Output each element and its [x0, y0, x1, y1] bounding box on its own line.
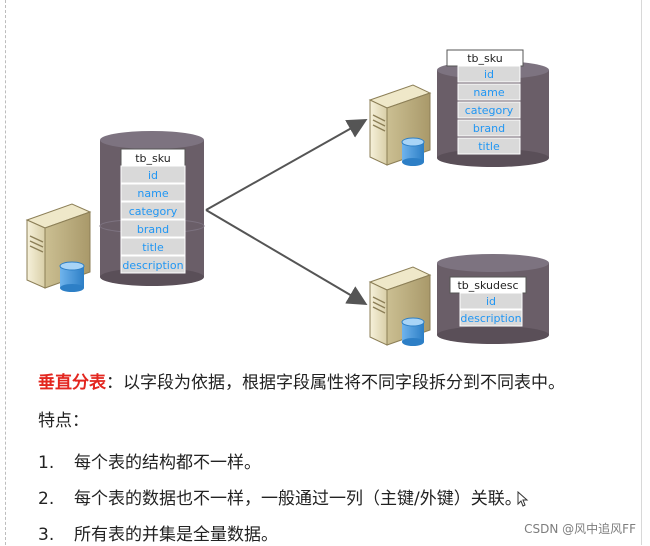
cylinder-bottom — [437, 254, 549, 344]
database-icon-left — [59, 261, 85, 292]
definition-line: 垂直分表：以字段为依据，根据字段属性将不同字段拆分到不同表中。 — [38, 372, 565, 394]
field-title: title — [478, 140, 500, 153]
watermark: CSDN @风中追风FF — [524, 522, 636, 536]
field-brand: brand — [137, 223, 169, 236]
field-category: category — [129, 205, 178, 218]
field-id: id — [484, 68, 494, 81]
item-text: 所有表的并集是全量数据。 — [74, 525, 278, 545]
right-border — [641, 0, 642, 545]
features-heading: 特点： — [38, 411, 89, 431]
field-name: name — [137, 187, 168, 200]
table-source-name: tb_sku — [135, 152, 171, 165]
field-id: id — [486, 295, 496, 308]
item-number: 3. — [38, 525, 55, 545]
table-source-fields: tb_sku id name category brand title desc… — [120, 148, 186, 274]
field-id: id — [148, 169, 158, 182]
item-text: 每个表的结构都不一样。 — [74, 453, 261, 473]
arrow-to-top-table — [205, 119, 368, 211]
field-name: name — [473, 86, 504, 99]
definition-body: ：以字段为依据，根据字段属性将不同字段拆分到不同表中。 — [106, 373, 565, 393]
field-title: title — [142, 241, 164, 254]
feature-item-2: 2. 每个表的数据也不一样，一般通过一列（主键/外键）关联。 — [38, 488, 522, 510]
mouse-cursor-icon — [517, 491, 529, 507]
database-icon-bottom — [401, 317, 425, 346]
field-brand: brand — [473, 122, 505, 135]
database-icon-top — [401, 137, 425, 166]
item-text: 每个表的数据也不一样，一般通过一列（主键/外键）关联。 — [74, 489, 522, 509]
table-bottom-fields: tb_skudesc id description — [449, 276, 527, 327]
definition-term: 垂直分表 — [38, 373, 106, 393]
table-bottom-name: tb_skudesc — [457, 279, 518, 292]
table-top-name: tb_sku — [467, 52, 503, 65]
vertical-split-diagram: tb_sku id name category brand title desc… — [25, 49, 549, 346]
feature-item-1: 1. 每个表的结构都不一样。 — [38, 452, 261, 474]
table-top-fields: tb_sku id name category brand title — [446, 49, 524, 155]
field-description: description — [122, 259, 183, 272]
field-description: description — [460, 312, 521, 325]
item-number: 1. — [38, 453, 55, 473]
field-category: category — [465, 104, 514, 117]
left-dashed-border — [5, 0, 6, 545]
arrow-to-bottom-table — [205, 209, 368, 306]
item-number: 2. — [38, 489, 55, 509]
feature-item-3: 3. 所有表的并集是全量数据。 — [38, 524, 278, 546]
